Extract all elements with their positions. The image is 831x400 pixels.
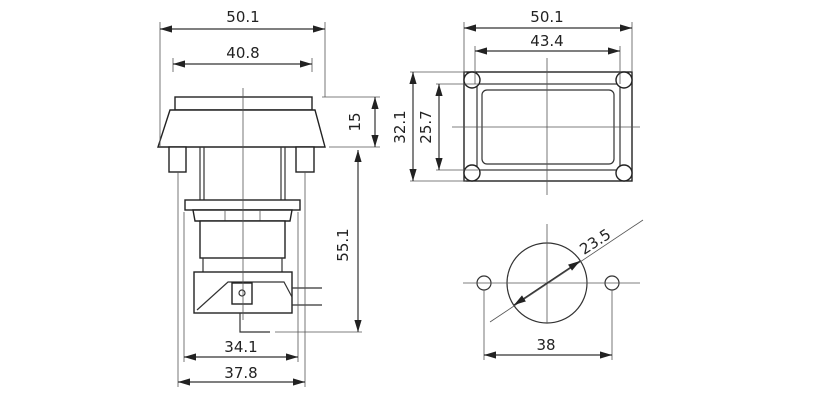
dim-base-width: 37.8 (224, 364, 257, 382)
dim-overall-width: 50.1 (226, 8, 259, 26)
dim-body-height: 55.1 (334, 228, 352, 261)
side-view: 50.1 40.8 15 55.1 34.1 37.8 (157, 8, 380, 387)
dim-switch-width: 34.1 (224, 338, 257, 356)
dimension-lines (159, 22, 380, 387)
dim-front-overall-width: 50.1 (530, 8, 563, 26)
dim-cap-width: 40.8 (226, 44, 259, 62)
cutout-view: 23.5 38 (463, 219, 644, 360)
switch-body (157, 88, 326, 333)
front-view: 50.1 43.4 32.1 25.7 (391, 8, 640, 195)
dim-front-inner-width: 43.4 (530, 32, 563, 50)
dim-front-inner-height: 25.7 (417, 110, 435, 143)
dim-cap-height: 15 (346, 112, 364, 131)
dim-front-overall-height: 32.1 (391, 110, 409, 143)
dim-pin-spacing: 38 (536, 336, 555, 354)
dim-hole-diameter: 23.5 (576, 225, 614, 258)
